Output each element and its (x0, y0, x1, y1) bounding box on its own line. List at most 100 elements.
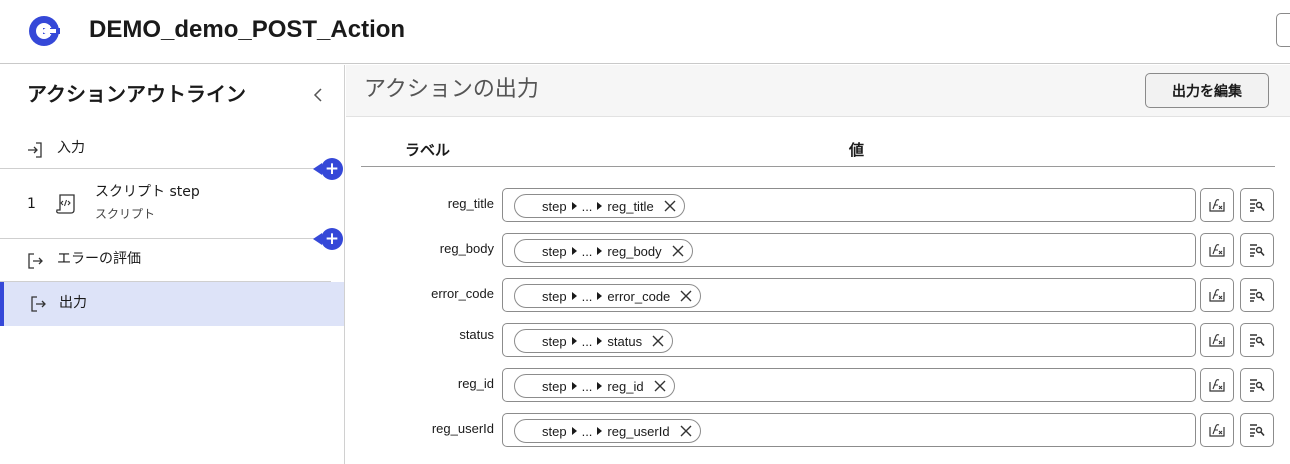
pill-path-ellipsis: ... (581, 378, 593, 394)
step-type: スクリプト (95, 207, 156, 221)
fx-icon (1209, 379, 1225, 392)
sidebar-item-input[interactable]: 入力 (0, 133, 344, 169)
sidebar-item-label: 出力 (59, 295, 87, 311)
output-row: error_code step...error_code (346, 278, 1290, 316)
data-pill[interactable]: step...reg_userId (514, 419, 701, 443)
chevron-left-icon (313, 88, 322, 102)
data-picker-button[interactable] (1240, 368, 1274, 402)
output-label: error_code (431, 286, 494, 301)
output-value-field[interactable]: step... reg_title (502, 188, 1196, 222)
data-pill[interactable]: step... reg_title (514, 194, 685, 218)
pill-step-name: step (542, 423, 567, 439)
pill-step-name: step (542, 198, 567, 214)
output-value-field[interactable]: step...reg_id (502, 368, 1196, 402)
output-value-field[interactable]: step...error_code (502, 278, 1196, 312)
fx-formula-button[interactable] (1200, 188, 1234, 222)
app-header: DEMO_demo_POST_Action (0, 0, 1290, 64)
fx-formula-button[interactable] (1200, 278, 1234, 312)
fx-formula-button[interactable] (1200, 368, 1234, 402)
pill-field-name: status (607, 333, 643, 349)
plus-icon: + (324, 228, 340, 249)
pill-field-name: reg_userId (607, 423, 670, 439)
caret-right-icon (571, 337, 577, 345)
output-value-field[interactable]: step... status (502, 323, 1196, 357)
caret-right-icon (571, 427, 577, 435)
close-icon[interactable] (680, 290, 692, 302)
data-pill[interactable]: step...reg_id (514, 374, 675, 398)
pill-field-name: reg_title (607, 198, 654, 214)
output-row: reg_body step...reg_body (346, 233, 1290, 271)
sidebar-item-error-evaluation[interactable]: エラーの評価 (0, 241, 344, 281)
output-exit-icon (31, 296, 46, 312)
caret-right-icon (597, 292, 603, 300)
data-pill-picker-icon (1250, 289, 1265, 302)
fx-icon (1209, 244, 1225, 257)
fx-icon (1209, 199, 1225, 212)
script-scroll-icon (56, 194, 75, 214)
sidebar-item-output[interactable]: 出力 (0, 282, 344, 326)
add-step-button[interactable]: + (313, 228, 343, 250)
data-pill-picker-icon (1250, 379, 1265, 392)
data-picker-button[interactable] (1240, 413, 1274, 447)
data-pill[interactable]: step...error_code (514, 284, 702, 308)
output-label: reg_body (439, 241, 494, 256)
close-icon[interactable] (654, 380, 666, 392)
data-picker-button[interactable] (1240, 278, 1274, 312)
fx-icon (1209, 289, 1225, 302)
caret-right-icon (597, 337, 603, 345)
output-label: reg_id (457, 376, 494, 391)
pill-path-ellipsis: ... (581, 333, 593, 349)
data-pill-picker-icon (1250, 199, 1265, 212)
edit-output-button[interactable]: 出力を編集 (1145, 73, 1269, 108)
sidebar-item-script-step[interactable]: 1 スクリプト step スクリプト (0, 173, 344, 235)
output-value-field[interactable]: step...reg_userId (502, 413, 1196, 447)
caret-right-icon (597, 247, 603, 255)
panel-titlebar: アクションの出力 出力を編集 (346, 65, 1290, 117)
caret-right-icon (597, 427, 603, 435)
close-icon[interactable] (652, 335, 664, 347)
fx-icon (1209, 334, 1225, 347)
fx-formula-button[interactable] (1200, 413, 1234, 447)
output-row: reg_id step...reg_id (346, 368, 1290, 406)
caret-right-icon (597, 202, 603, 210)
output-value-field[interactable]: step...reg_body (502, 233, 1196, 267)
back-arrow-logo-icon[interactable] (28, 15, 60, 47)
data-pill-picker-icon (1250, 424, 1265, 437)
fx-formula-button[interactable] (1200, 323, 1234, 357)
divider (0, 168, 331, 169)
error-exit-icon (28, 253, 43, 269)
pill-step-name: step (542, 333, 567, 349)
close-icon[interactable] (664, 200, 676, 212)
caret-right-icon (571, 382, 577, 390)
sidebar-item-label: 入力 (57, 140, 85, 156)
caret-right-icon (571, 247, 577, 255)
data-pill[interactable]: step...reg_body (514, 239, 693, 263)
collapse-sidebar-button[interactable] (308, 83, 328, 107)
pill-step-name: step (542, 288, 567, 304)
close-icon[interactable] (680, 425, 692, 437)
pill-step-name: step (542, 243, 567, 259)
data-picker-button[interactable] (1240, 233, 1274, 267)
pill-step-name: step (542, 378, 567, 394)
column-header-label: ラベル (405, 141, 451, 159)
fx-formula-button[interactable] (1200, 233, 1234, 267)
pill-path-ellipsis: ... (581, 288, 593, 304)
caret-right-icon (571, 202, 577, 210)
action-outline-sidebar: アクションアウトライン 入力 + 1 スクリプト step スクリプト + エラ… (0, 65, 345, 464)
pill-path-ellipsis: ... (581, 243, 593, 259)
close-icon[interactable] (672, 245, 684, 257)
divider (0, 281, 331, 282)
pill-path-ellipsis: ... (581, 198, 593, 214)
data-picker-button[interactable] (1240, 323, 1274, 357)
data-pill-picker-icon (1250, 244, 1265, 257)
panel-title: アクションの出力 (364, 77, 539, 102)
output-label: reg_userId (431, 421, 494, 436)
output-label: status (459, 327, 494, 342)
column-header-value: 値 (849, 141, 865, 159)
add-step-button[interactable]: + (313, 158, 343, 180)
data-picker-button[interactable] (1240, 188, 1274, 222)
header-action-button[interactable] (1276, 13, 1290, 47)
divider (361, 166, 1275, 167)
data-pill[interactable]: step... status (514, 329, 674, 353)
